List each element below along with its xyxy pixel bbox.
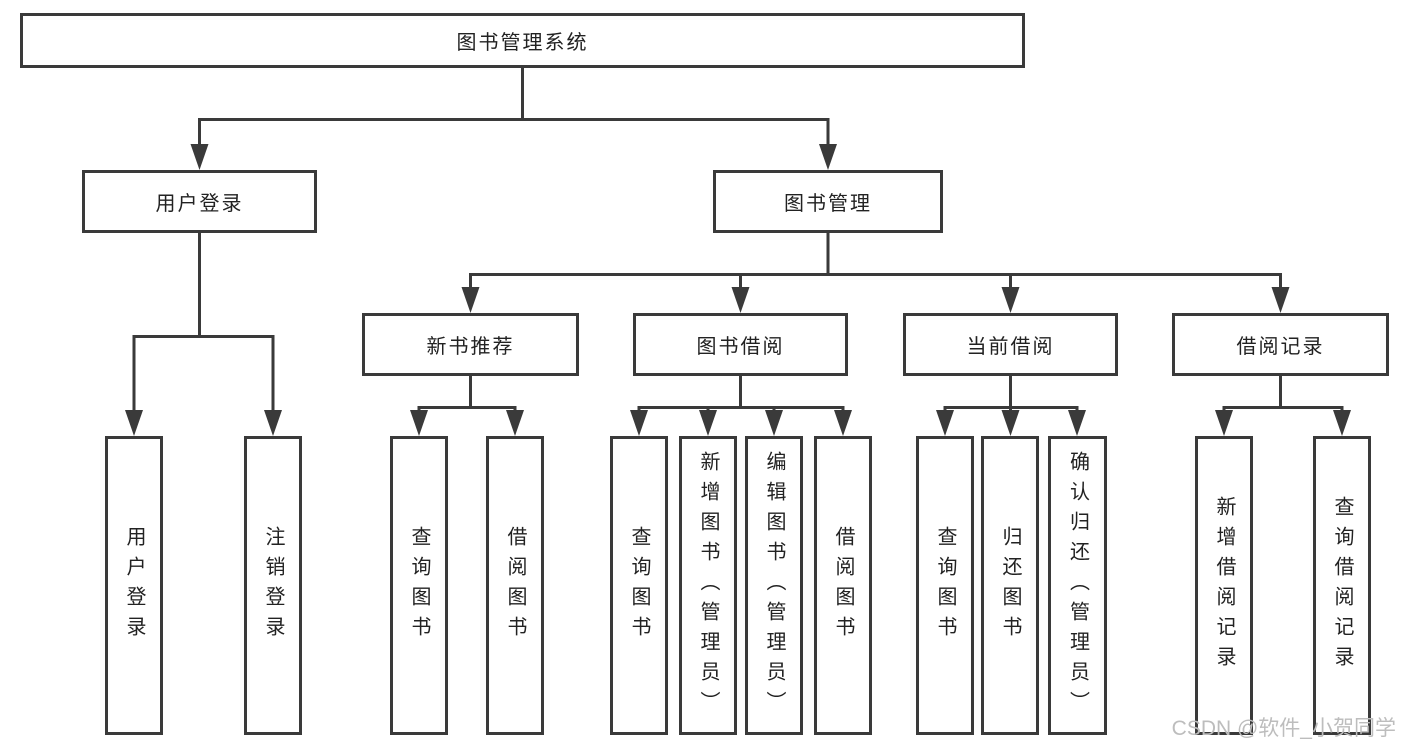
leaf-add-book-admin: 新增图书（管理员） — [679, 436, 737, 735]
watermark: CSDN @软件_小贺同学 — [1171, 717, 1396, 740]
node-new-book-recommend: 新书推荐 — [362, 313, 579, 376]
node-user-login: 用户登录 — [82, 170, 317, 233]
leaf-logout: 注销登录 — [244, 436, 302, 735]
leaf-borrow-books-recommend-label: 借阅图书 — [504, 525, 526, 646]
node-borrow-records: 借阅记录 — [1172, 313, 1389, 376]
leaf-logout-label: 注销登录 — [262, 525, 284, 646]
leaf-return-book-label: 归还图书 — [999, 525, 1021, 646]
leaf-query-books-borrow-label: 查询图书 — [628, 525, 650, 646]
leaf-confirm-return-admin: 确认归还（管理员） — [1048, 436, 1107, 735]
leaf-query-books-borrow: 查询图书 — [610, 436, 668, 735]
node-book-borrow: 图书借阅 — [633, 313, 848, 376]
node-root: 图书管理系统 — [20, 13, 1025, 68]
leaf-borrow-books-borrow: 借阅图书 — [814, 436, 872, 735]
leaf-return-book: 归还图书 — [981, 436, 1039, 735]
leaf-add-borrow-record: 新增借阅记录 — [1195, 436, 1253, 735]
leaf-query-books-current-label: 查询图书 — [934, 525, 956, 646]
leaf-query-borrow-record-label: 查询借阅记录 — [1331, 495, 1353, 676]
leaf-user-login: 用户登录 — [105, 436, 163, 735]
node-borrow-records-label: 借阅记录 — [1236, 336, 1325, 358]
node-current-borrow-label: 当前借阅 — [966, 336, 1055, 358]
node-user-login-label: 用户登录 — [155, 193, 244, 215]
leaf-query-books-current: 查询图书 — [916, 436, 974, 735]
leaf-query-books-recommend: 查询图书 — [390, 436, 448, 735]
node-new-book-recommend-label: 新书推荐 — [426, 336, 515, 358]
leaf-borrow-books-recommend: 借阅图书 — [486, 436, 544, 735]
leaf-confirm-return-admin-label: 确认归还（管理员） — [1066, 450, 1089, 721]
leaf-add-book-admin-label: 新增图书（管理员） — [697, 450, 719, 721]
leaf-query-books-recommend-label: 查询图书 — [408, 525, 430, 646]
arrowheads — [125, 144, 1351, 436]
leaf-query-borrow-record: 查询借阅记录 — [1313, 436, 1371, 735]
leaf-add-borrow-record-label: 新增借阅记录 — [1213, 495, 1235, 676]
leaf-user-login-label: 用户登录 — [123, 525, 145, 646]
node-book-management-label: 图书管理 — [784, 193, 872, 215]
leaf-edit-book-admin-label: 编辑图书（管理员） — [763, 450, 785, 721]
node-book-management: 图书管理 — [713, 170, 943, 233]
leaf-borrow-books-borrow-label: 借阅图书 — [832, 525, 854, 646]
node-current-borrow: 当前借阅 — [903, 313, 1118, 376]
node-root-label: 图书管理系统 — [456, 32, 589, 54]
node-book-borrow-label: 图书借阅 — [696, 336, 785, 358]
leaf-edit-book-admin: 编辑图书（管理员） — [745, 436, 803, 735]
